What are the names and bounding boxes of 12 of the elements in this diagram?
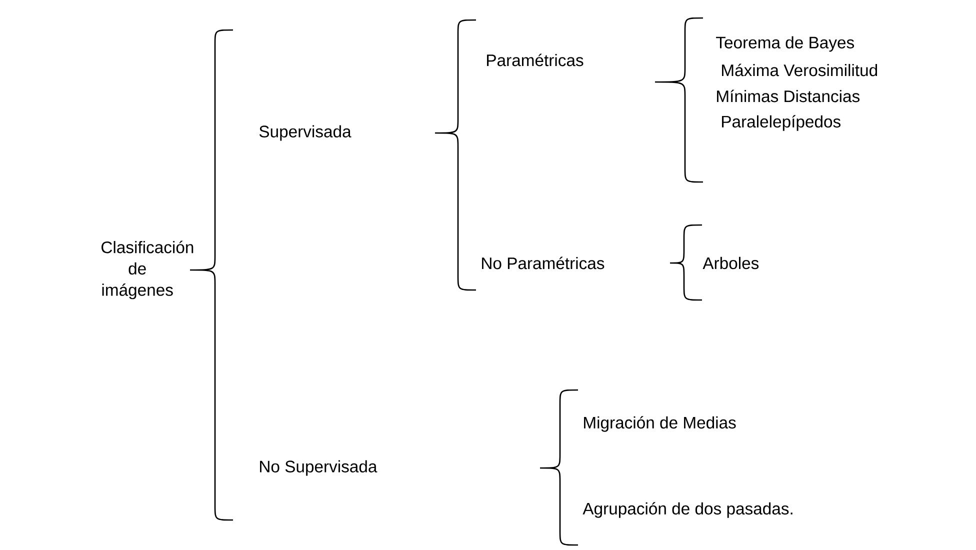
label: Teorema de Bayes <box>716 36 854 52</box>
label: Paralelepípedos <box>722 115 840 131</box>
label: Supervisada <box>259 125 352 141</box>
label: No Supervisada <box>260 460 378 476</box>
label: No Paramétricas <box>482 256 604 270</box>
label: Arboles <box>702 256 759 270</box>
label: Mínimas Distancias <box>717 90 860 102</box>
label: Clasificación de imágenes <box>102 240 194 300</box>
label: Agrupación de dos pasadas. <box>582 502 792 518</box>
label: Paramétricas <box>487 54 584 66</box>
label: Máxima Verosimilitud <box>722 64 878 76</box>
label: Migración de Medias <box>584 416 736 432</box>
